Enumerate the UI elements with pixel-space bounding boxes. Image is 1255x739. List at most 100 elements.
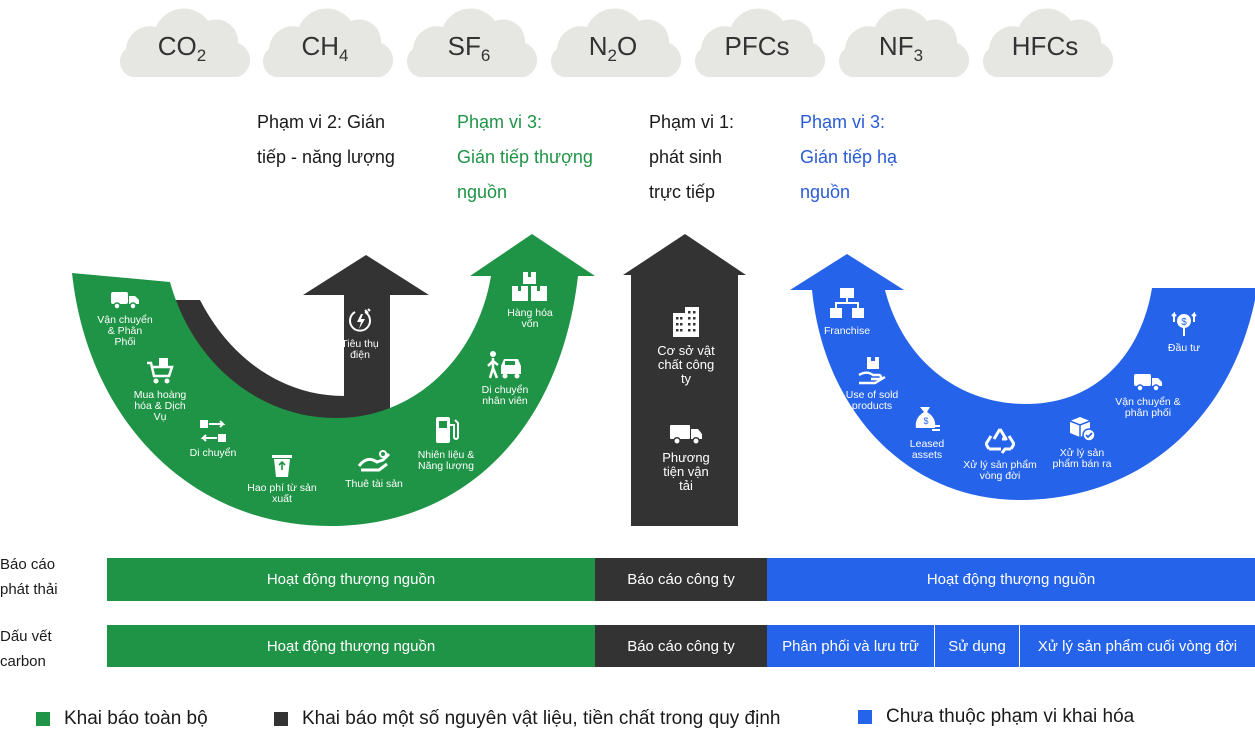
footprint-distribution-segment: Phân phối và lưu trữ [767, 625, 935, 667]
legend-label: Khai báo một số nguyên vật liệu, tiền ch… [302, 708, 781, 729]
franchise-icon [797, 287, 897, 324]
investment-icon: $ [1134, 308, 1234, 341]
emissions-downstream-segment: Hoạt động thượng nguồn [767, 558, 1255, 601]
truck-icon [1098, 370, 1198, 395]
boxes-icon [480, 271, 580, 306]
downstream-sold-processing-item: Xử lý sản phẩm bán ra [1032, 415, 1132, 470]
item-label: Nhiên liệu & Năng lượng [417, 449, 475, 472]
energy-consumption-item: Tiêu thụ điện [310, 308, 410, 361]
downstream-end-of-life-item: Xử lý sản phẩm vòng đời [950, 427, 1050, 482]
item-label: Phương tiện vận tải [662, 450, 710, 493]
cloud-shape [406, 8, 538, 78]
svg-text:$: $ [923, 416, 928, 426]
item-label: Đầu tư [1167, 342, 1201, 354]
gas-cloud: NF3 [838, 8, 970, 77]
gas-cloud: SF6 [406, 8, 538, 78]
item-label: Thuê tài sản [345, 478, 403, 490]
diagram-graphic: CO2 CH4 SF6 N2O PFCs NF3 HFCs [72, 8, 1255, 526]
shopping-cart-icon [110, 357, 210, 388]
money-bag-icon: $ [877, 404, 977, 437]
legend-swatch-green [36, 712, 50, 726]
buildings-icon [636, 305, 736, 342]
legend-label: Khai báo toàn bộ [64, 708, 208, 729]
svg-text:$: $ [1181, 317, 1187, 328]
truck-icon [636, 422, 736, 449]
recycle-icon [950, 427, 1050, 458]
item-label: Hao phí từ sản xuất [247, 482, 317, 505]
downstream-leased-assets-item: $ Leased assets [877, 404, 977, 461]
fuel-pump-icon [396, 415, 496, 448]
downstream-distribution-item: Vận chuyển & phân phối [1098, 370, 1198, 419]
commute-icon [455, 350, 555, 383]
emissions-company-segment: Báo cáo công ty [595, 558, 767, 601]
cloud-shape [838, 8, 970, 77]
product-check-icon [1032, 415, 1132, 446]
item-label: Use of sold products [845, 389, 899, 412]
upstream-arrow [72, 234, 595, 526]
legend-swatch-blue [858, 710, 872, 724]
cloud-shape [119, 8, 251, 78]
upstream-waste-item: Hao phí từ sản xuất [232, 452, 332, 505]
legend-full-declaration: Khai báo toàn bộ [36, 708, 208, 730]
upstream-fuel-item: Nhiên liệu & Năng lượng [396, 415, 496, 472]
item-label: Di chuyển nhân viên [481, 384, 529, 407]
power-plug-icon [310, 308, 410, 337]
item-label: Di chuyển [189, 447, 237, 459]
emissions-report-label: Báo cáo phát thải [0, 556, 58, 598]
legend-not-in-scope: Chưa thuộc phạm vi khai hóa [858, 706, 1134, 728]
gas-label: CH4 [301, 31, 348, 65]
transfer-icon [163, 419, 263, 446]
footprint-upstream-segment: Hoạt động thượng nguồn [107, 625, 595, 667]
carbon-footprint-label: Dấu vết carbon [0, 628, 52, 670]
item-label: Franchise [823, 325, 871, 337]
truck-icon [75, 288, 175, 313]
sold-product-icon [822, 355, 922, 388]
direct-arrow [623, 234, 746, 526]
item-label: Xử lý sản phẩm vòng đời [963, 459, 1037, 482]
direct-facilities-item: Cơ sở vật chất công ty [636, 305, 736, 386]
upstream-commute-item: Di chuyển nhân viên [455, 350, 555, 407]
gas-cloud: CH4 [262, 8, 394, 77]
item-label: Leased assets [909, 438, 945, 461]
gas-label: HFCs [1012, 31, 1078, 61]
legend-label: Chưa thuộc phạm vi khai hóa [886, 706, 1135, 727]
upstream-capital-goods-item: Hàng hóa vốn [480, 271, 580, 330]
emissions-upstream-segment: Hoạt động thượng nguồn [107, 558, 595, 601]
cloud-shape [694, 8, 826, 77]
downstream-arrow [790, 254, 1255, 500]
item-label: Mua hoàng hóa & Dịch Vụ [133, 389, 187, 423]
item-label: Vận chuyển & Phân Phối [97, 314, 153, 348]
gas-label: N2O [589, 31, 637, 65]
legend-partial-declaration: Khai báo một số nguyên vật liệu, tiền ch… [274, 708, 780, 730]
upstream-travel-item: Di chuyển [163, 419, 263, 459]
item-label: Tiêu thụ điện [341, 338, 379, 361]
gas-clouds: CO2 CH4 SF6 N2O PFCs NF3 HFCs [119, 8, 1114, 78]
handshake-icon [324, 450, 424, 477]
footprint-end-of-life-segment: Xử lý sản phẩm cuối vòng đời [1020, 625, 1255, 667]
gas-label: PFCs [725, 31, 790, 61]
item-label: Hàng hóa vốn [507, 307, 553, 330]
scope-3-downstream-label: Phạm vi 3: Gián tiếp hạ nguồn [800, 112, 898, 202]
scope-1-label: Phạm vi 1: phát sinh trực tiếp [649, 112, 735, 202]
gas-cloud: PFCs [694, 8, 826, 77]
gas-cloud: HFCs [982, 8, 1114, 77]
item-label: Xử lý sản phẩm bán ra [1052, 447, 1112, 470]
footprint-company-segment: Báo cáo công ty [595, 625, 767, 667]
gas-cloud: CO2 [119, 8, 251, 78]
scope-2-label: Phạm vi 2: Gián tiếp - năng lượng [257, 112, 395, 167]
cloud-shape [550, 8, 682, 77]
footprint-use-segment: Sử dụng [935, 625, 1020, 667]
gas-cloud: N2O [550, 8, 682, 77]
direct-vehicles-item: Phương tiện vận tải [636, 422, 736, 493]
recycle-bin-icon [232, 452, 332, 481]
legend-swatch-dark [274, 712, 288, 726]
gas-label: CO2 [158, 31, 206, 65]
item-label: Vận chuyển & phân phối [1115, 396, 1181, 419]
item-label: Cơ sở vật chất công ty [657, 343, 715, 386]
downstream-investment-item: $ Đầu tư [1134, 308, 1234, 354]
cloud-shape [982, 8, 1114, 77]
upstream-transport-item: Vận chuyển & Phân Phối [75, 288, 175, 348]
gas-label: NF3 [879, 31, 923, 65]
cloud-shape [262, 8, 394, 77]
upstream-leasing-item: Thuê tài sản [324, 450, 424, 490]
